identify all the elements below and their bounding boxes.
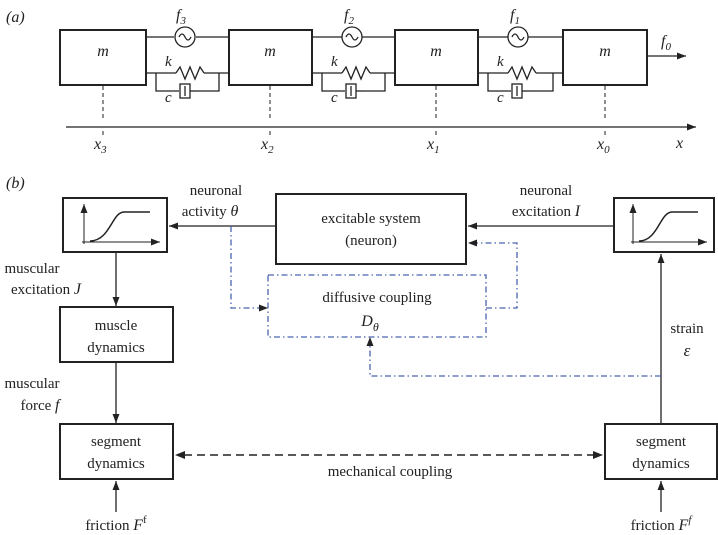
mass-label: m: [97, 43, 109, 60]
segment-dynamics-box-right: segment dynamics: [604, 423, 718, 480]
signal-arrows: [112, 222, 665, 512]
force-label-f0: f0: [661, 33, 671, 53]
spring-label: k: [331, 54, 338, 70]
damper-label: c: [165, 90, 172, 106]
mass-block-3: m: [394, 29, 479, 86]
mass-block-1: m: [59, 29, 147, 86]
segment-left-line1: segment: [91, 434, 142, 450]
strain-symbol: ε: [684, 341, 691, 360]
force-label-f3: f3: [176, 7, 186, 27]
spring-label: k: [165, 54, 172, 70]
segment-left-line2: dynamics: [87, 456, 145, 472]
segment-right-line2: dynamics: [632, 456, 690, 472]
strain-label: strain: [670, 321, 704, 337]
mass-block-4: m: [562, 29, 648, 86]
coupling-lines: [230, 226, 661, 377]
mechanical-coupling-link: mechanical coupling: [175, 451, 603, 480]
connector-1: [146, 26, 229, 99]
muscular-force-line1: muscular: [5, 376, 60, 392]
muscle-box-line1: muscle: [95, 318, 138, 334]
position-guides: [102, 86, 606, 138]
position-x3: x3: [93, 136, 107, 156]
neuronal-activity-line2: activity θ: [182, 203, 239, 220]
coupling-arrowheads: [259, 239, 477, 346]
segment-right-line1: segment: [636, 434, 687, 450]
neuron-box: excitable system (neuron): [275, 193, 467, 265]
friction-label-left: friction Ff: [85, 514, 147, 534]
connector-3: [478, 26, 563, 99]
svg-text:f1: f1: [510, 7, 520, 27]
mechanical-coupling-label: mechanical coupling: [328, 464, 453, 480]
neuronal-excitation-line2: excitation I: [512, 203, 581, 220]
muscular-force-line2: force f: [20, 397, 62, 414]
mass-label: m: [430, 43, 442, 60]
diffusive-coupling-box: diffusive coupling Dθ: [267, 274, 487, 338]
position-x1: x1: [426, 136, 440, 156]
connector-2: [312, 26, 395, 99]
muscle-dynamics-box: muscle dynamics: [59, 306, 174, 363]
panel-a-label: (a): [6, 9, 25, 26]
muscular-excitation-line1: muscular: [5, 261, 60, 277]
svg-text:f3: f3: [176, 7, 186, 27]
neuron-box-line1: excitable system: [321, 211, 421, 227]
sigmoid-box-right: [613, 197, 715, 253]
force-label-f2: f2: [344, 7, 354, 27]
mass-block-2: m: [228, 29, 313, 86]
damper-label: c: [331, 90, 338, 106]
axis-label-x: x: [675, 135, 683, 152]
position-x0: x0: [596, 136, 610, 156]
spring-label: k: [497, 54, 504, 70]
damper-label: c: [497, 90, 504, 106]
diffusive-coupling-label: diffusive coupling: [322, 290, 432, 306]
neuron-box-line2: (neuron): [345, 233, 397, 249]
svg-text:f2: f2: [344, 7, 354, 27]
segment-dynamics-box-left: segment dynamics: [59, 423, 174, 480]
panel-a: (a) m m m m: [6, 7, 696, 156]
diffusive-coupling-symbol: Dθ: [360, 313, 379, 334]
force-label-f1: f1: [510, 7, 520, 27]
neuronal-excitation-line1: neuronal: [520, 183, 572, 199]
mass-label: m: [264, 43, 276, 60]
muscular-excitation-line2: excitation J: [11, 281, 82, 298]
position-x2: x2: [260, 136, 274, 156]
panel-b: (b) excitable system (neuron) diffusive …: [5, 175, 718, 534]
sigmoid-box-left: [62, 197, 168, 253]
panel-b-label: (b): [6, 175, 25, 192]
neuronal-activity-line1: neuronal: [190, 183, 242, 199]
muscle-box-line2: dynamics: [87, 340, 145, 356]
friction-label-right: friction Ff: [631, 514, 694, 534]
mass-label: m: [599, 43, 611, 60]
